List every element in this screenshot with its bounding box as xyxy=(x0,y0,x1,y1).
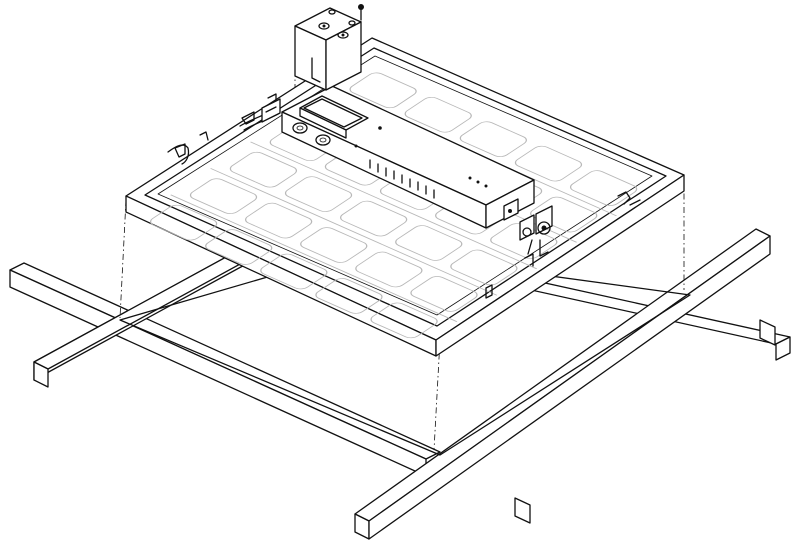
junction-box xyxy=(294,4,364,91)
mounting-screw-icon xyxy=(358,4,364,21)
panel-frame-inner xyxy=(144,47,667,327)
knockout-2 xyxy=(315,134,331,146)
grid-runner-front-right xyxy=(354,228,771,540)
driver-connectors xyxy=(503,198,553,257)
driver-left-bracket xyxy=(261,98,281,123)
grid-end-cap-back xyxy=(759,319,776,346)
led-panel xyxy=(125,37,685,357)
panel-frame-side-right xyxy=(435,174,685,357)
vent-slots xyxy=(369,159,435,199)
junction-box-side xyxy=(325,21,362,91)
driver-box xyxy=(261,85,553,257)
knockout-1 xyxy=(292,122,308,134)
grid-end-cap-right xyxy=(514,497,531,524)
